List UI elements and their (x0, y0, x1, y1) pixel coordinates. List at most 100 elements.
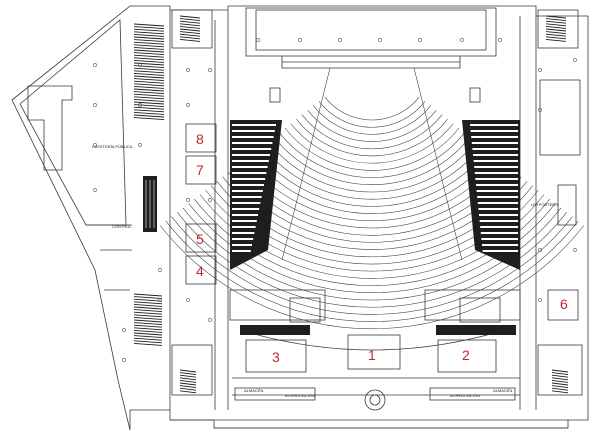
stair-step (179, 377, 197, 381)
stair-step (133, 98, 165, 102)
stair-step (551, 387, 569, 391)
column-dot (158, 298, 162, 302)
stair-step (179, 36, 201, 40)
stair-step (545, 25, 567, 29)
almacen-left-label: ALMACÉN (244, 388, 263, 393)
column-dot (122, 328, 126, 332)
stair-step (133, 117, 165, 121)
column-dot (93, 188, 97, 192)
stair-step (133, 316, 163, 320)
balcony-gap (232, 178, 266, 180)
column-dot (186, 103, 190, 107)
seat-row (262, 145, 482, 200)
stair-step (133, 57, 165, 61)
stair-step (133, 329, 163, 333)
stair-step (179, 379, 197, 383)
balcony-gap (232, 244, 252, 246)
stair-step (179, 33, 201, 37)
stair-step (179, 18, 201, 22)
stair-step (133, 39, 165, 43)
room-number-3: 3 (272, 349, 280, 365)
balcony-gap (477, 196, 518, 198)
balcony-gap (232, 166, 268, 168)
stair-step (545, 33, 567, 37)
balcony-gap (477, 202, 518, 204)
stair-step (133, 332, 163, 336)
stair-step (545, 36, 567, 40)
seat-row (171, 216, 573, 315)
stair-step (133, 54, 165, 58)
balcony-gap (232, 202, 261, 204)
seat-row (159, 225, 585, 330)
room-number-5: 5 (196, 231, 204, 247)
balcony-gap (232, 160, 269, 162)
seat-row (267, 141, 477, 193)
seat-row (296, 118, 448, 157)
balcony-gap (232, 226, 256, 228)
room-7-box (185, 155, 217, 185)
balcony-gap (232, 148, 272, 150)
column-dot (93, 103, 97, 107)
column-dot (208, 318, 212, 322)
stair-step (133, 109, 165, 113)
stair-step (179, 374, 197, 378)
column-dot (573, 248, 577, 252)
balcony-gap (232, 142, 273, 144)
column-dot (256, 38, 260, 42)
column-dot (418, 38, 422, 42)
seat-row (273, 136, 471, 185)
stair-step (133, 85, 165, 89)
stair-step (179, 390, 197, 394)
seat-row (313, 105, 431, 135)
stair-step (133, 106, 165, 110)
room-number-1: 1 (368, 347, 376, 363)
stair-step (133, 46, 165, 50)
room-number-4: 4 (196, 263, 204, 279)
stair-step (133, 319, 163, 323)
balcony-gap (471, 142, 518, 144)
stair-step (133, 31, 165, 35)
seat-aisle (281, 67, 463, 261)
stair-step (133, 83, 165, 87)
stair-step (133, 26, 165, 30)
stair-step (133, 28, 165, 32)
stair-step (133, 101, 165, 105)
balcony-gap (232, 232, 255, 234)
column-dot (538, 68, 542, 72)
stair-step (179, 382, 197, 386)
seat-row (279, 132, 465, 178)
column-dot (122, 358, 126, 362)
balcony-gap (232, 208, 260, 210)
column-dot (93, 63, 97, 67)
control-label: CONTROL (112, 224, 132, 229)
posters-label: LIM POSTERS (531, 202, 558, 207)
balcony-gap (482, 244, 518, 246)
stair-step (133, 96, 165, 100)
stair-step (133, 33, 165, 37)
balcony-gap (232, 172, 267, 174)
seat-row (250, 154, 494, 214)
almacen-right-label: ALMACÉN (493, 388, 512, 393)
column-dot (208, 198, 212, 202)
balcony-gap (470, 130, 518, 132)
balcony-gap (232, 154, 270, 156)
balcony-gap (232, 250, 251, 252)
column-dot (138, 103, 142, 107)
acreditacion-left-label: ACREDITACIÓN (285, 393, 315, 398)
stair-top-left (171, 9, 213, 49)
column-dot (138, 143, 142, 147)
left-wedge (19, 19, 127, 226)
stair-step (551, 390, 569, 394)
balcony-gap (232, 124, 276, 126)
stage-area (245, 7, 497, 57)
stair-step (545, 28, 567, 32)
seat-row (324, 96, 420, 121)
stair-step (133, 335, 163, 339)
stair-step (551, 377, 569, 381)
stair-step (179, 15, 201, 19)
stair-step (133, 322, 163, 326)
stair-step (179, 20, 201, 24)
stair-step (179, 31, 201, 35)
stair-step (133, 65, 165, 69)
balcony-gap (232, 136, 274, 138)
